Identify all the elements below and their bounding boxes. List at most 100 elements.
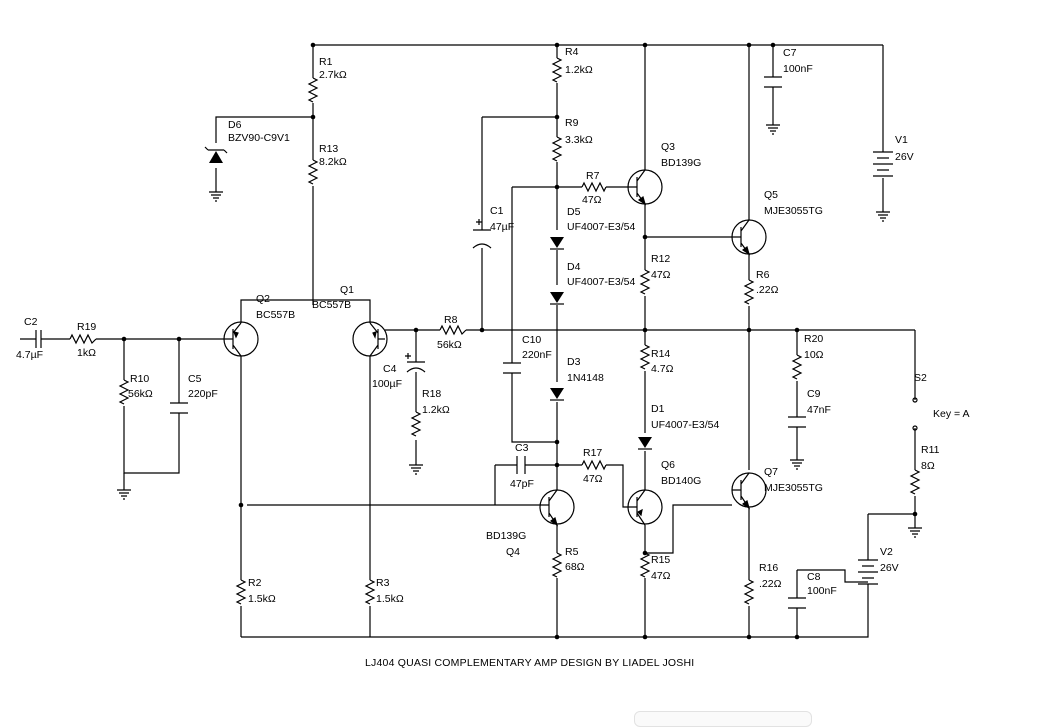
resistor-r18 <box>410 411 422 437</box>
label-r6-ref: R6 <box>756 269 770 281</box>
label-d4-value: UF4007-E3/54 <box>567 276 635 288</box>
transistor-q5 <box>730 219 767 256</box>
resistor-r11 <box>909 469 921 495</box>
label-c8-ref: C8 <box>807 571 821 583</box>
label-r10-value: 56kΩ <box>128 388 153 400</box>
label-d3-value: 1N4148 <box>567 372 604 384</box>
label-c4-ref: C4 <box>383 363 397 375</box>
label-r14-ref: R14 <box>651 348 670 360</box>
label-c2-ref: C2 <box>24 316 38 328</box>
label-r17-ref: R17 <box>583 447 602 459</box>
label-r16-ref: R16 <box>759 562 778 574</box>
label-r1-ref: R1 <box>319 56 333 68</box>
resistor-r14 <box>639 344 651 370</box>
label-r8-ref: R8 <box>444 314 458 326</box>
schematic-title: LJ404 QUASI COMPLEMENTARY AMP DESIGN BY … <box>365 657 694 669</box>
label-r18-ref: R18 <box>422 388 441 400</box>
label-c1-value: 47µF <box>490 221 514 233</box>
label-c9-value: 47nF <box>807 404 831 416</box>
label-d3-ref: D3 <box>567 356 581 368</box>
label-c7-value: 100nF <box>783 63 813 75</box>
resistor-r3 <box>364 579 376 605</box>
label-r15-ref: R15 <box>651 554 670 566</box>
label-r1-value: 2.7kΩ <box>319 69 347 81</box>
label-q3-ref: Q3 <box>661 141 675 153</box>
resistor-r8 <box>439 324 467 336</box>
label-r12-ref: R12 <box>651 253 670 265</box>
resistor-r15 <box>639 552 651 578</box>
label-r2-ref: R2 <box>248 577 262 589</box>
label-c3-value: 47pF <box>510 478 534 490</box>
capacitor-c4-polarized <box>405 353 426 373</box>
label-v2-ref: V2 <box>880 546 893 558</box>
transistor-q3 <box>625 169 663 206</box>
transistor-q7 <box>731 472 767 510</box>
label-q1-ref: Q1 <box>340 284 354 296</box>
label-d4-ref: D4 <box>567 261 581 273</box>
resistor-r2 <box>235 579 247 605</box>
capacitor-c7 <box>764 76 782 88</box>
capacitor-c5 <box>170 402 188 423</box>
capacitor-c3 <box>516 456 526 474</box>
junctions <box>121 42 918 640</box>
resistor-r17 <box>581 459 607 471</box>
ground-symbols <box>117 124 922 538</box>
wires <box>20 44 916 638</box>
label-r10-ref: R10 <box>130 373 149 385</box>
label-r13-value: 8.2kΩ <box>319 156 347 168</box>
switch-s2 <box>912 397 918 431</box>
label-c3-ref: C3 <box>515 442 529 454</box>
label-q5-value: MJE3055TG <box>764 205 823 217</box>
resistor-r1 <box>307 77 319 103</box>
transistor-q1 <box>352 321 388 357</box>
label-d6-ref: D6 <box>228 119 242 131</box>
label-r9-value: 3.3kΩ <box>565 134 593 146</box>
label-r20-ref: R20 <box>804 333 823 345</box>
label-r7-ref: R7 <box>586 170 600 182</box>
label-c5-value: 220pF <box>188 388 218 400</box>
label-r17-value: 47Ω <box>583 473 603 485</box>
label-q2-value: BC557B <box>256 309 295 321</box>
label-c10-value: 220nF <box>522 349 552 361</box>
label-r12-value: 47Ω <box>651 269 671 281</box>
label-r11-value: 8Ω <box>921 460 935 472</box>
capacitor-c8 <box>788 597 806 609</box>
transistor-q6 <box>627 489 663 526</box>
labels: R1 2.7kΩ R13 8.2kΩ D6 BZV90-C9V1 R4 1.2k… <box>16 46 969 669</box>
capacitor-c10 <box>503 362 521 374</box>
transistor-q2 <box>223 321 259 357</box>
label-r19-ref: R19 <box>77 321 96 333</box>
battery-v1 <box>873 151 893 177</box>
label-c10-ref: C10 <box>522 334 541 346</box>
resistor-r6 <box>743 279 755 305</box>
label-v1-ref: V1 <box>895 134 908 146</box>
diode-d1 <box>638 437 652 450</box>
resistor-r7 <box>581 181 607 193</box>
capacitor-c1-polarized <box>472 219 492 249</box>
label-c1-ref: C1 <box>490 205 504 217</box>
label-d1-value: UF4007-E3/54 <box>651 419 719 431</box>
label-d6-value: BZV90-C9V1 <box>228 132 290 144</box>
label-r5-value: 68Ω <box>565 561 585 573</box>
label-r9-ref: R9 <box>565 117 579 129</box>
label-c7-ref: C7 <box>783 47 797 59</box>
label-s2-key: Key = A <box>933 408 969 420</box>
label-r15-value: 47Ω <box>651 570 671 582</box>
battery-v2 <box>858 559 878 597</box>
label-r11-ref: R11 <box>921 444 940 456</box>
label-r8-value: 56kΩ <box>437 339 462 351</box>
zener-diode-d6 <box>204 146 228 163</box>
resistor-r16 <box>743 579 755 605</box>
resistor-r10 <box>118 379 130 405</box>
label-q3-value: BD139G <box>661 157 701 169</box>
label-d5-value: UF4007-E3/54 <box>567 221 635 233</box>
label-c2-value: 4.7µF <box>16 349 43 361</box>
resistor-r20 <box>791 354 803 380</box>
label-c9-ref: C9 <box>807 388 821 400</box>
label-v1-value: 26V <box>895 151 914 163</box>
bottom-panel-edge <box>634 711 812 727</box>
resistor-r9 <box>551 136 563 162</box>
label-v2-value: 26V <box>880 562 899 574</box>
label-r6-value: .22Ω <box>756 284 779 296</box>
